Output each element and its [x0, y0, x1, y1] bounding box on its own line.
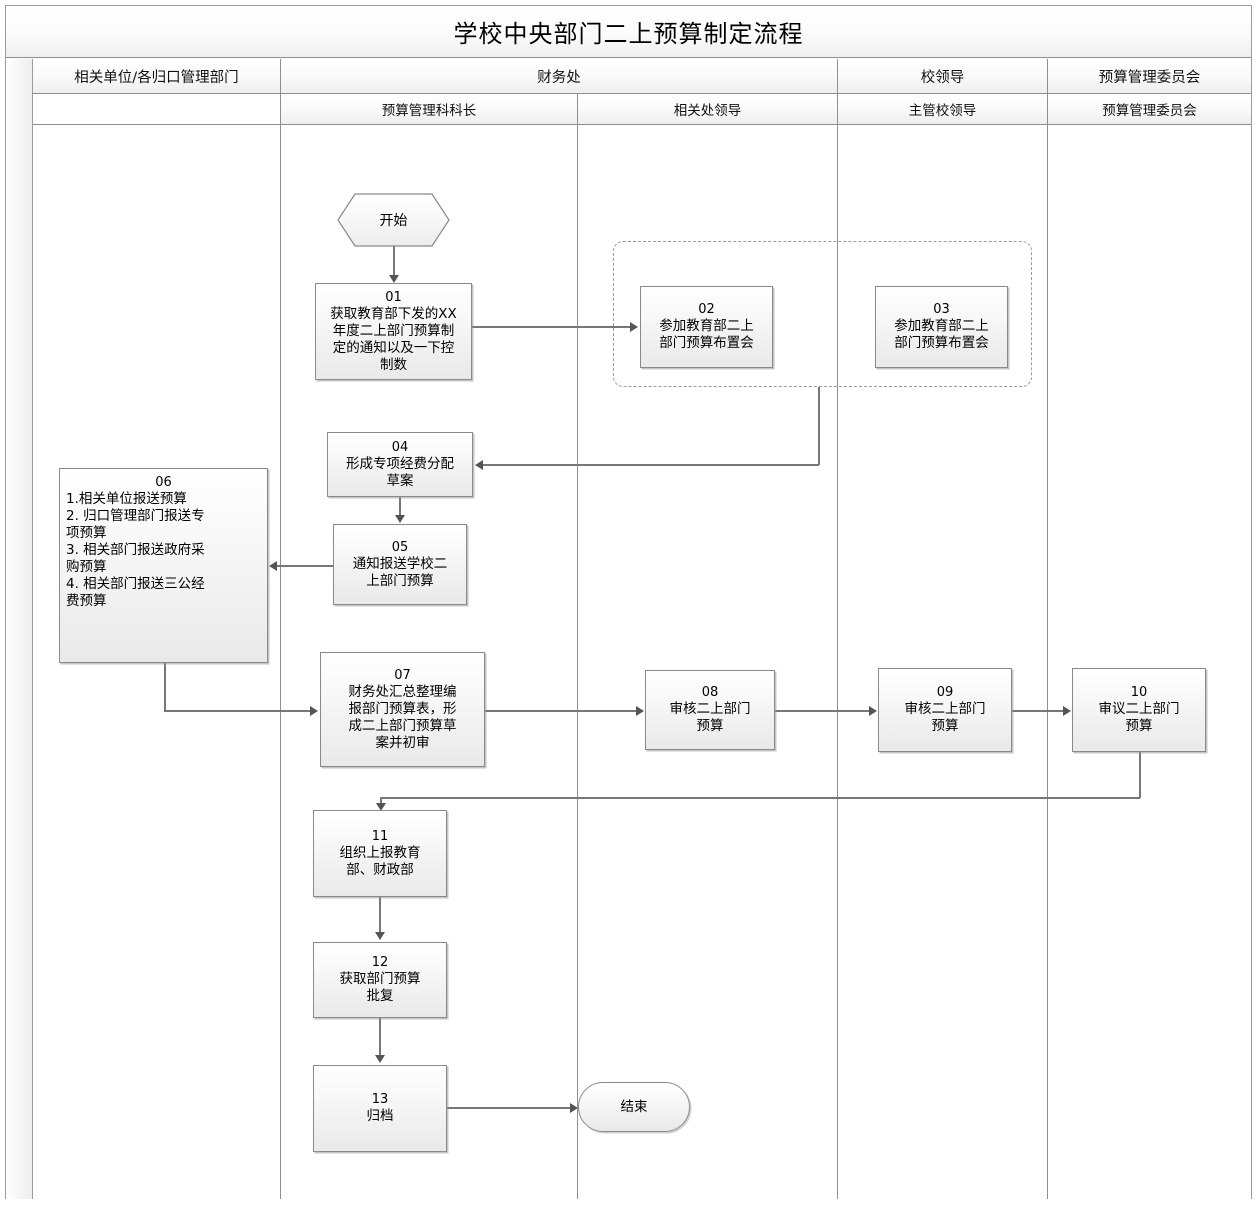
connector-01-to-02 — [472, 326, 631, 328]
node-number: 12 — [371, 955, 389, 970]
node-text: 审核二上部门 预算 — [904, 701, 986, 734]
arrowhead-01-to-02 — [630, 322, 638, 332]
node-number: 13 — [371, 1092, 389, 1107]
lane-body-committee — [1048, 125, 1251, 1199]
lane-header-finance: 财务处 — [281, 59, 838, 94]
connector-group-to-04-vertical — [818, 387, 820, 465]
arrowhead-09-to-10 — [1063, 706, 1071, 716]
connector-06-to-07-vertical — [164, 663, 166, 711]
connector-12-to-13 — [379, 1018, 381, 1057]
connector-09-to-10 — [1012, 710, 1064, 712]
connector-08-to-09 — [775, 710, 870, 712]
arrowhead-08-to-09 — [869, 706, 877, 716]
lane-subheader-committee: 预算管理委员会 — [1048, 94, 1251, 125]
left-gutter — [6, 59, 33, 1199]
page-title: 学校中央部门二上预算制定流程 — [453, 20, 804, 48]
process-node-03[interactable]: 03 参加教育部二上 部门预算布置会 — [875, 286, 1008, 368]
node-number: 07 — [394, 667, 411, 683]
node-text: 通知报送学校二 上部门预算 — [352, 555, 448, 589]
arrowhead-10-to-11 — [376, 803, 386, 811]
arrowhead-12-to-13 — [375, 1055, 385, 1063]
arrowhead-start-to-01 — [389, 275, 399, 283]
start-label: 开始 — [379, 213, 408, 229]
node-text: 归档 — [366, 1108, 394, 1124]
connector-13-to-end — [447, 1107, 571, 1109]
node-text: 审核二上部门 预算 — [669, 701, 751, 734]
end-label: 结束 — [620, 1098, 648, 1115]
meeting-group-container — [613, 241, 1032, 387]
lane-header-unit: 相关单位/各归口管理部门 — [33, 59, 281, 94]
process-node-01[interactable]: 01 获取教育部下发的XX 年度二上部门预算制 定的通知以及一下控 制数 — [315, 283, 472, 380]
node-number: 04 — [391, 439, 409, 455]
process-node-02[interactable]: 02 参加教育部二上 部门预算布置会 — [640, 286, 773, 368]
arrowhead-group-to-04 — [475, 460, 483, 470]
start-terminator[interactable]: 开始 — [337, 193, 450, 247]
node-number: 09 — [936, 685, 954, 700]
connector-05-to-06 — [277, 565, 333, 567]
node-number: 05 — [391, 539, 409, 555]
lane-header-committee: 预算管理委员会 — [1048, 59, 1251, 94]
end-terminator[interactable]: 结束 — [578, 1082, 690, 1132]
process-node-08[interactable]: 08 审核二上部门 预算 — [645, 670, 775, 750]
connector-06-to-07-horizontal — [164, 710, 312, 712]
arrowhead-13-to-end — [570, 1103, 578, 1113]
connector-11-to-12 — [379, 897, 381, 934]
lane-header-leader: 校领导 — [838, 59, 1048, 94]
process-node-09[interactable]: 09 审核二上部门 预算 — [878, 668, 1012, 752]
arrowhead-07-to-08 — [636, 706, 644, 716]
process-node-12[interactable]: 12 获取部门预算 批复 — [313, 942, 447, 1018]
arrowhead-11-to-12 — [375, 932, 385, 940]
diagram-title-bar: 学校中央部门二上预算制定流程 — [6, 6, 1251, 58]
node-text: 组织上报教育 部、财政部 — [339, 844, 421, 878]
node-number: 10 — [1130, 685, 1148, 700]
node-number: 06 — [155, 475, 172, 490]
node-text: 获取部门预算 批复 — [339, 971, 421, 1004]
node-number: 08 — [701, 685, 719, 700]
node-number: 02 — [698, 302, 715, 317]
connector-04-to-05 — [399, 497, 401, 517]
node-text: 1.相关单位报送预算 2. 归口管理部门报送专 项预算 3. 相关部门报送政府采… — [66, 491, 205, 609]
connector-start-to-01 — [393, 245, 395, 277]
node-number: 01 — [385, 289, 402, 305]
node-text: 形成专项经费分配 草案 — [346, 455, 454, 489]
node-text: 审议二上部门 预算 — [1098, 701, 1180, 734]
node-text: 参加教育部二上 部门预算布置会 — [659, 318, 754, 351]
arrowhead-06-to-07 — [310, 706, 318, 716]
lane-subheader-dept-leader: 相关处领导 — [578, 94, 838, 125]
lane-subheader-budget-chief: 预算管理科科长 — [281, 94, 578, 125]
process-node-07[interactable]: 07 财务处汇总整理编 报部门预算表，形 成二上部门预算草 案并初审 — [320, 652, 485, 767]
lane-subheader-school-leader: 主管校领导 — [838, 94, 1048, 125]
process-node-06[interactable]: 06 1.相关单位报送预算 2. 归口管理部门报送专 项预算 3. 相关部门报送… — [59, 468, 268, 663]
process-node-11[interactable]: 11 组织上报教育 部、财政部 — [313, 810, 447, 897]
node-text: 参加教育部二上 部门预算布置会 — [894, 318, 989, 351]
connector-10-to-11-horizontal — [380, 797, 1140, 799]
process-node-10[interactable]: 10 审议二上部门 预算 — [1072, 668, 1206, 752]
arrowhead-05-to-06 — [269, 561, 277, 571]
connector-group-to-04-horizontal — [483, 464, 819, 466]
connector-10-to-11-vertical-right — [1139, 752, 1141, 798]
process-node-04[interactable]: 04 形成专项经费分配 草案 — [327, 432, 473, 497]
arrowhead-04-to-05 — [395, 515, 405, 523]
node-text: 获取教育部下发的XX 年度二上部门预算制 定的通知以及一下控 制数 — [330, 305, 457, 373]
lane-subheader-unit — [33, 94, 281, 125]
process-node-13[interactable]: 13 归档 — [313, 1065, 447, 1152]
node-number: 11 — [371, 828, 389, 844]
node-number: 03 — [933, 302, 950, 317]
node-text: 财务处汇总整理编 报部门预算表，形 成二上部门预算草 案并初审 — [348, 683, 457, 751]
connector-07-to-08 — [485, 710, 637, 712]
process-node-05[interactable]: 05 通知报送学校二 上部门预算 — [333, 524, 467, 605]
